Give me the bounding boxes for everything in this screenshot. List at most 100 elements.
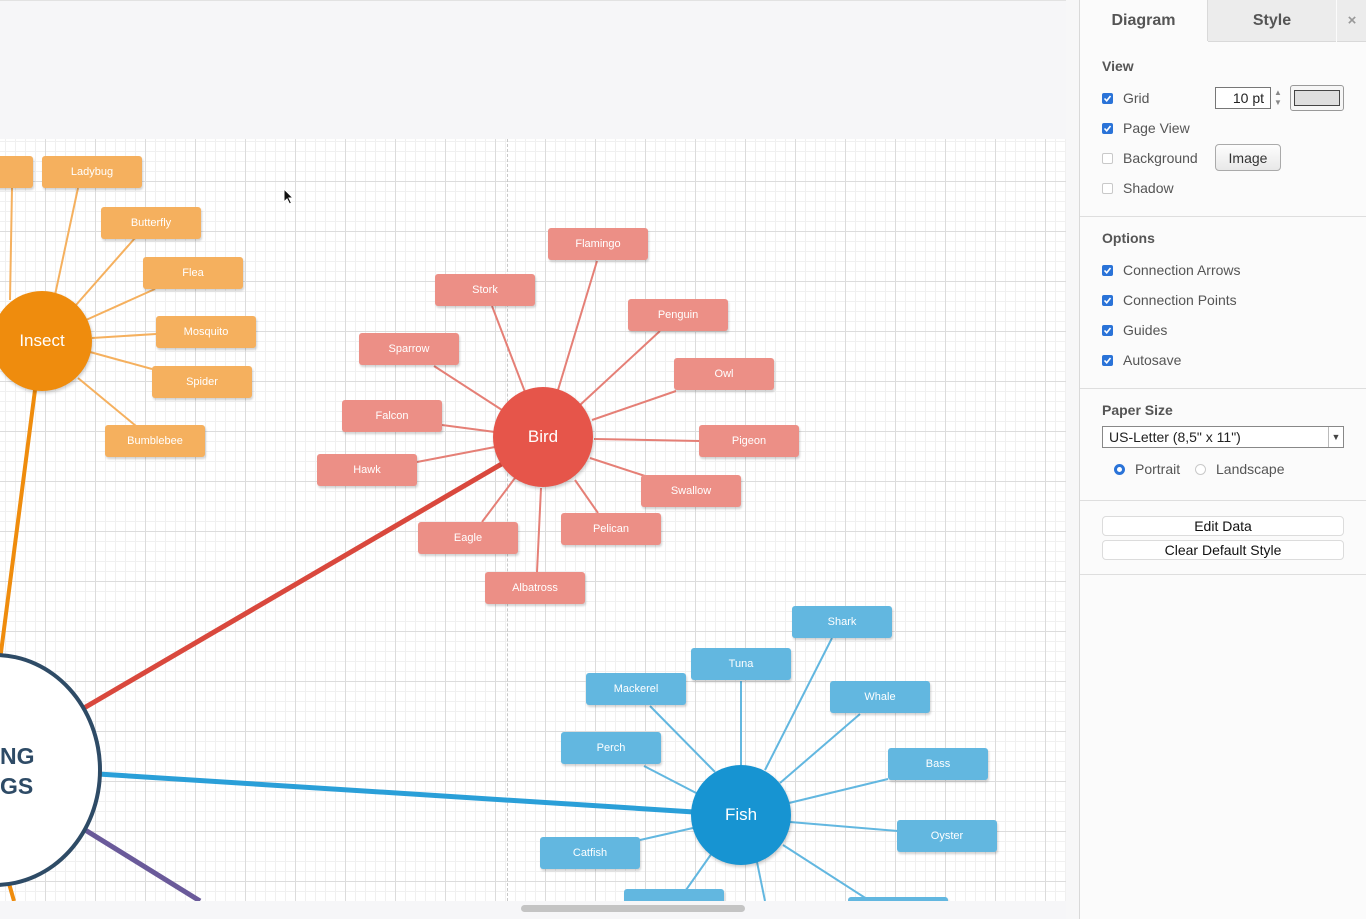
shadow-option[interactable]: Shadow <box>1102 178 1174 198</box>
paper-size-value: US-Letter (8,5" x 11") <box>1109 429 1241 445</box>
autosave-label: Autosave <box>1123 352 1182 368</box>
edge-insect <box>9 187 13 301</box>
grid-size-input[interactable]: 10 pt <box>1215 87 1271 109</box>
shadow-checkbox[interactable] <box>1102 182 1113 194</box>
chevron-down-icon[interactable]: ▼ <box>1328 427 1343 447</box>
diagram-node-bird[interactable]: Falcon <box>342 400 442 432</box>
fish-spokes <box>639 637 899 902</box>
section-title-options: Options <box>1102 230 1155 246</box>
page-break-line <box>507 139 508 901</box>
grid-label: Grid <box>1123 90 1150 106</box>
diagram-node-fish[interactable]: Shark <box>792 606 892 638</box>
connection-arrows-option[interactable]: Connection Arrows <box>1102 260 1241 280</box>
background-option[interactable]: Background <box>1102 148 1198 168</box>
diagram-node-fish[interactable]: Bass <box>888 748 988 780</box>
canvas-background <box>0 0 1066 140</box>
diagram-node-fish[interactable]: Catfish <box>540 837 640 869</box>
close-icon[interactable]: × <box>1337 0 1366 42</box>
clear-default-style-button[interactable]: Clear Default Style <box>1102 540 1344 560</box>
diagram-node-bird[interactable]: Pigeon <box>699 425 799 457</box>
diagram-node-fish[interactable]: Perch <box>561 732 661 764</box>
diagram-node-insect[interactable]: Spider <box>152 366 252 398</box>
divider <box>1080 574 1366 575</box>
diagram-node-insect[interactable]: Butterfly <box>101 207 201 239</box>
background-image-button[interactable]: Image <box>1215 144 1281 171</box>
landscape-option[interactable]: Landscape <box>1195 459 1285 479</box>
section-title-paper-size: Paper Size <box>1102 402 1173 418</box>
diagram-node-bird[interactable]: Sparrow <box>359 333 459 365</box>
page-view-checkbox[interactable] <box>1102 122 1113 134</box>
mouse-cursor-icon <box>283 188 295 205</box>
root-label-line2: GS <box>0 773 34 799</box>
edge-insect <box>91 333 157 339</box>
edge-root-fish <box>97 771 695 815</box>
diagram-node-fish[interactable]: Whale <box>830 681 930 713</box>
page-view-label: Page View <box>1123 120 1190 136</box>
diagram-node-bird[interactable]: Stork <box>435 274 535 306</box>
edge-root-mammal <box>80 825 202 904</box>
diagram-node-bird[interactable]: Albatross <box>485 572 585 604</box>
diagram-node-bird[interactable]: Pelican <box>561 513 661 545</box>
portrait-radio[interactable] <box>1114 463 1125 475</box>
diagram-node-fish[interactable]: Oyster <box>897 820 997 852</box>
landscape-label: Landscape <box>1216 461 1285 477</box>
grid-checkbox[interactable] <box>1102 92 1113 104</box>
diagram-node-bird[interactable]: Owl <box>674 358 774 390</box>
grid-size-stepper[interactable]: ▲▼ <box>1274 88 1282 107</box>
diagram-node-insect[interactable]: Mosquito <box>156 316 256 348</box>
grid-option[interactable]: Grid <box>1102 88 1149 108</box>
tab-diagram[interactable]: Diagram <box>1080 0 1208 41</box>
edge-insect <box>75 237 136 306</box>
autosave-checkbox[interactable] <box>1102 354 1113 366</box>
edge-insect <box>77 377 137 427</box>
portrait-label: Portrait <box>1135 461 1181 477</box>
diagram-node-bird[interactable]: Hawk <box>317 454 417 486</box>
diagram-node-fish[interactable]: Tuna <box>691 648 791 680</box>
diagram-node-insect[interactable]: Bumblebee <box>105 425 205 457</box>
paper-size-select[interactable]: US-Letter (8,5" x 11") ▼ <box>1102 426 1344 448</box>
diagram-node-insect[interactable]: Flea <box>143 257 243 289</box>
edge-insect <box>85 288 156 321</box>
portrait-option[interactable]: Portrait <box>1114 459 1180 479</box>
guides-label: Guides <box>1123 322 1168 338</box>
diagram-node-bird[interactable]: Flamingo <box>548 228 648 260</box>
connection-arrows-label: Connection Arrows <box>1123 262 1241 278</box>
guides-checkbox[interactable] <box>1102 324 1113 336</box>
edge-insect <box>89 351 153 370</box>
edit-data-button[interactable]: Edit Data <box>1102 516 1344 536</box>
section-title-view: View <box>1102 58 1134 74</box>
diagram-node-bird[interactable]: Eagle <box>418 522 518 554</box>
connector-layer <box>0 187 899 904</box>
diagram-canvas[interactable]: Ladybug Butterfly Flea Mosquito Spider B… <box>0 0 1066 919</box>
horizontal-scrollbar[interactable] <box>521 905 745 912</box>
diagram-hub-fish[interactable]: Fish <box>691 765 791 865</box>
format-panel: Diagram Style × View Grid 10 pt ▲▼ Page … <box>1079 0 1366 919</box>
autosave-option[interactable]: Autosave <box>1102 350 1181 370</box>
connection-points-checkbox[interactable] <box>1102 294 1113 306</box>
page-view-option[interactable]: Page View <box>1102 118 1190 138</box>
edge-root-insect <box>0 389 37 661</box>
divider <box>1080 388 1366 389</box>
root-label-line1: NG <box>0 743 35 769</box>
grid-color-button[interactable] <box>1290 85 1344 111</box>
edge-insect <box>54 187 79 296</box>
diagram-node-insect[interactable] <box>0 156 33 188</box>
connection-points-option[interactable]: Connection Points <box>1102 290 1237 310</box>
bird-spokes <box>416 260 701 573</box>
diagram-node-fish[interactable]: Mackerel <box>586 673 686 705</box>
background-label: Background <box>1123 150 1198 166</box>
diagram-hub-insect[interactable]: Insect <box>0 291 92 391</box>
guides-option[interactable]: Guides <box>1102 320 1167 340</box>
grid-color-swatch <box>1294 90 1340 106</box>
divider <box>1080 500 1366 501</box>
diagram-node-insect[interactable]: Ladybug <box>42 156 142 188</box>
connection-points-label: Connection Points <box>1123 292 1237 308</box>
connection-arrows-checkbox[interactable] <box>1102 264 1113 276</box>
tab-style[interactable]: Style <box>1208 0 1336 42</box>
diagram-node-bird[interactable]: Swallow <box>641 475 741 507</box>
diagram-hub-bird[interactable]: Bird <box>493 387 593 487</box>
landscape-radio[interactable] <box>1195 463 1206 475</box>
divider <box>1080 216 1366 217</box>
diagram-node-bird[interactable]: Penguin <box>628 299 728 331</box>
background-checkbox[interactable] <box>1102 152 1113 164</box>
